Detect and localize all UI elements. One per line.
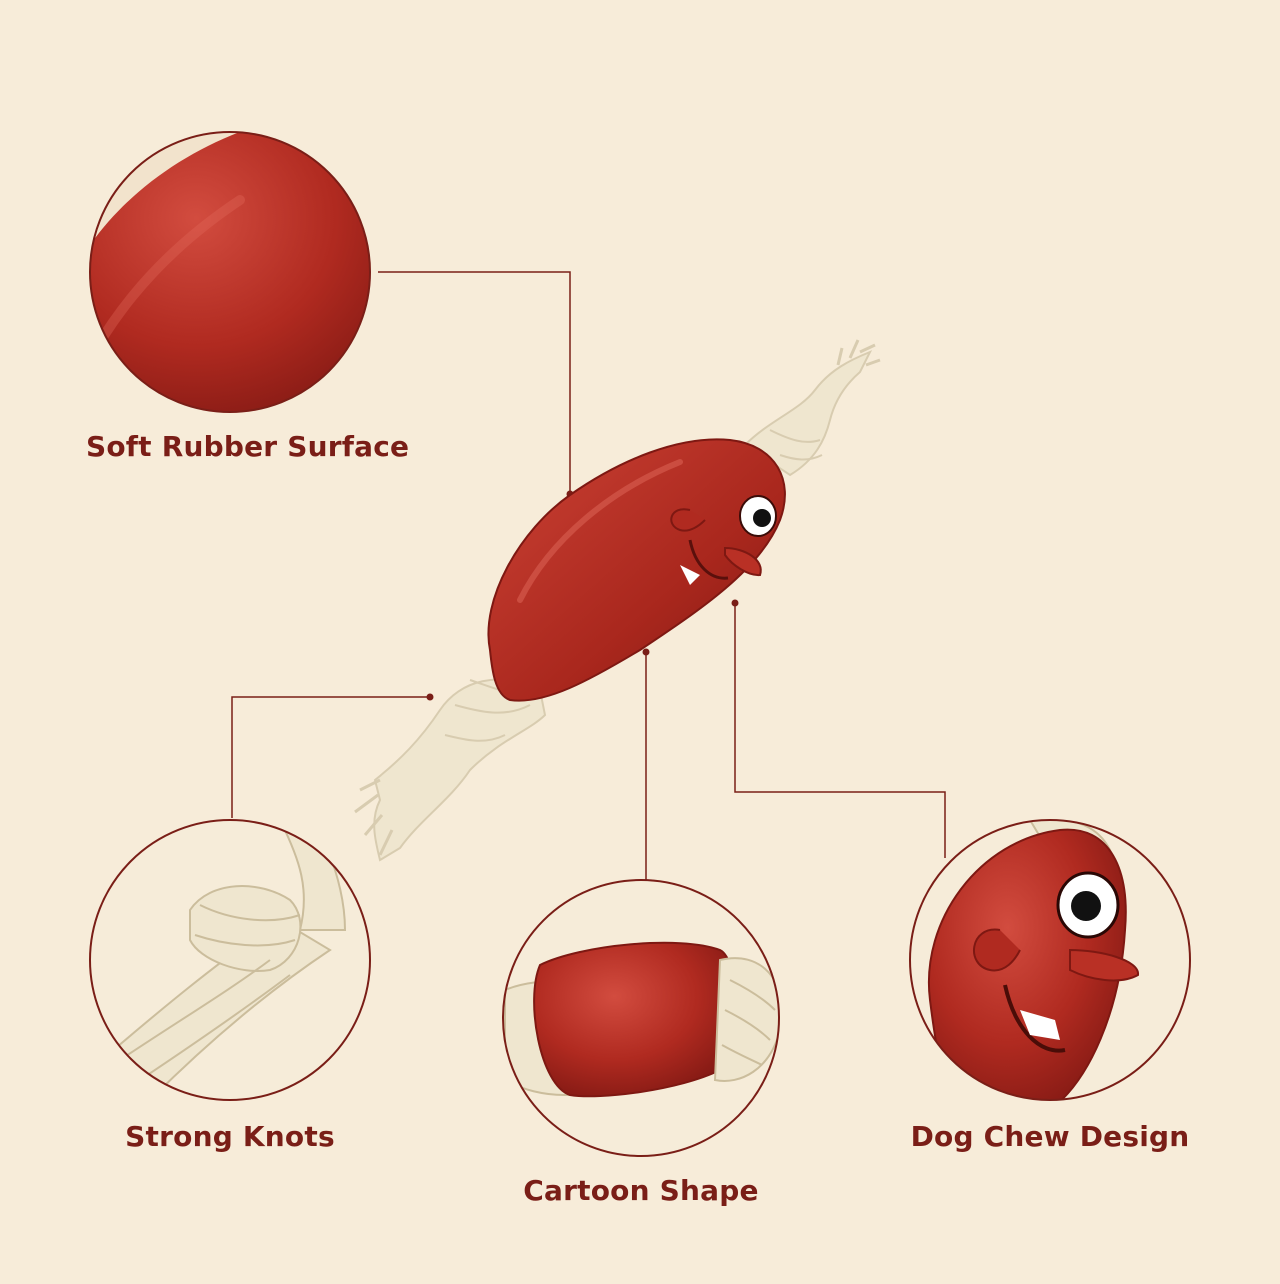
sausage-end-closeup xyxy=(502,879,780,1157)
connector-knots xyxy=(231,696,430,818)
connector-chew xyxy=(734,603,946,858)
sausage-face-closeup xyxy=(909,819,1191,1101)
rope-bottom xyxy=(354,678,547,862)
caption-soft-rubber-surface: Soft Rubber Surface xyxy=(86,430,410,463)
rope-knot-closeup xyxy=(89,819,371,1101)
rope-top xyxy=(743,339,881,477)
caption-cartoon-shape: Cartoon Shape xyxy=(523,1174,759,1207)
sausage-toy xyxy=(354,339,881,862)
connector-surface xyxy=(378,271,571,494)
caption-strong-knots: Strong Knots xyxy=(125,1120,335,1153)
sausage-body xyxy=(487,438,786,702)
rubber-closeup xyxy=(89,131,371,413)
caption-dog-chew-design: Dog Chew Design xyxy=(910,1120,1190,1153)
connector-lines xyxy=(231,271,946,880)
